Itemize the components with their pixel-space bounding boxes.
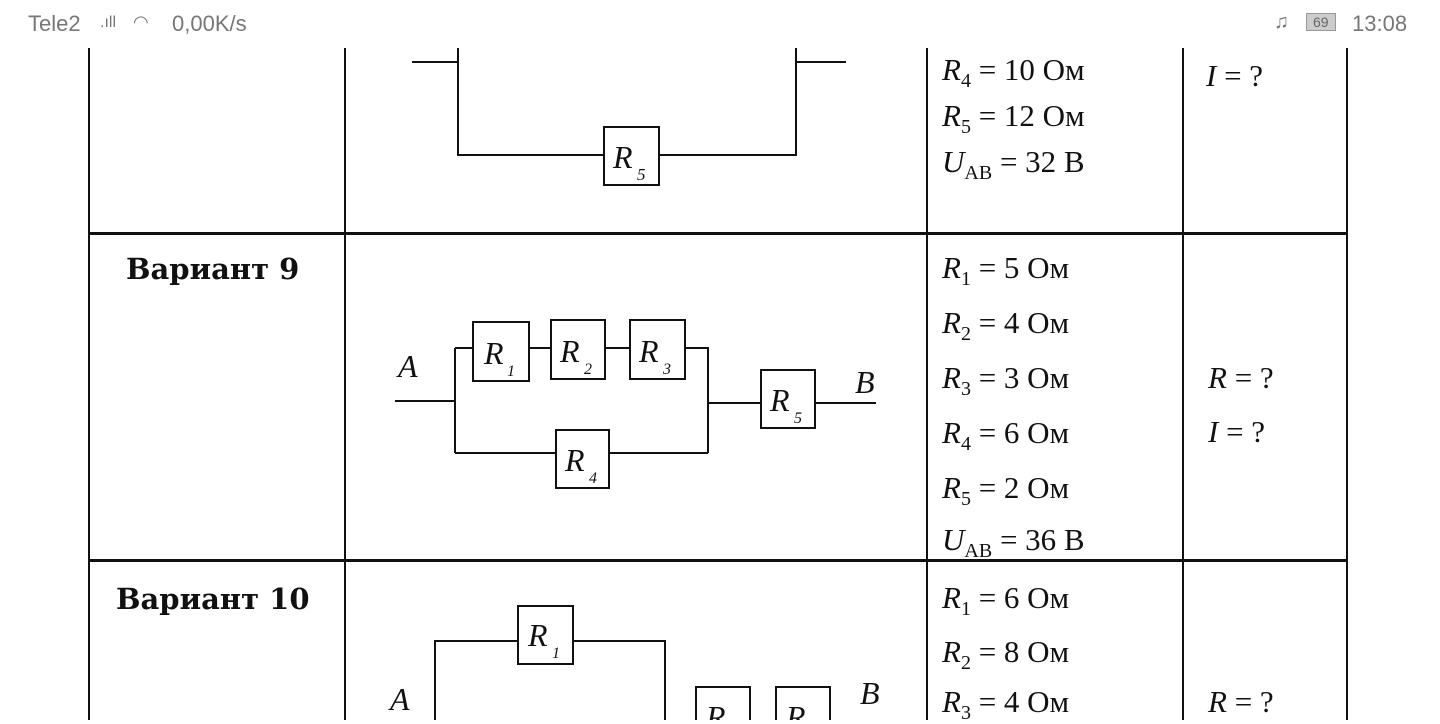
status-bar: Tele2 .ıll ◠ 0,00K/s ♫ 69 13:08 [0, 0, 1440, 48]
svg-text:5: 5 [637, 165, 646, 184]
param: R2 = 8 Ом [942, 634, 1070, 675]
svg-text:R: R [564, 442, 585, 478]
param: R5 = 2 Ом [942, 470, 1070, 511]
headphones-icon: ♫ [1274, 11, 1289, 33]
wifi-icon: ◠ [133, 12, 149, 32]
unknown: R = ? [1208, 684, 1274, 719]
param: R1 = 6 Ом [942, 580, 1070, 621]
svg-text:R: R [769, 382, 790, 418]
node-b-label: B [860, 675, 880, 711]
param: R3 = 3 Ом [942, 360, 1070, 401]
svg-text:1: 1 [552, 645, 560, 662]
unknown: I = ? [1208, 414, 1266, 449]
battery-icon: 69 [1306, 13, 1336, 31]
param: R4 = 6 Ом [942, 415, 1070, 456]
svg-text:R: R [559, 333, 580, 369]
variant-title: Вариант 9 [126, 252, 300, 286]
param: R4 = 10 Ом [942, 52, 1085, 93]
param: UAB = 36 В [942, 522, 1085, 563]
param: R1 = 5 Ом [942, 250, 1070, 291]
circuit-variant-10: A B R1 R R [388, 605, 880, 720]
node-a-label: A [388, 681, 410, 717]
svg-text:R: R [483, 335, 504, 371]
resistor-label: R [612, 139, 633, 175]
param: R5 = 12 Ом [942, 98, 1085, 139]
signal-icon: .ıll [100, 14, 116, 31]
variant-title: Вариант 10 [116, 582, 310, 616]
node-b-label: B [855, 364, 875, 400]
svg-text:R: R [527, 617, 548, 653]
param: R2 = 4 Ом [942, 305, 1070, 346]
param: UAB = 32 В [942, 144, 1085, 185]
svg-text:1: 1 [507, 363, 515, 380]
param: R3 = 4 Ом [942, 684, 1070, 724]
unknown: R = ? [1208, 360, 1274, 395]
svg-text:R: R [705, 699, 726, 720]
circuit-variant-9: A B R1 R2 R3 R4 R5 [395, 319, 876, 489]
circuit-row-0: R 5 [412, 48, 846, 186]
carrier: Tele2 [28, 11, 81, 36]
svg-text:4: 4 [589, 470, 597, 487]
svg-text:5: 5 [794, 410, 802, 427]
clock: 13:08 [1352, 11, 1408, 36]
svg-text:R: R [785, 699, 806, 720]
svg-text:3: 3 [662, 361, 671, 378]
node-a-label: A [396, 348, 418, 384]
svg-text:2: 2 [584, 361, 592, 378]
net-speed: 0,00K/s [172, 11, 247, 36]
unknown: I = ? [1206, 58, 1264, 93]
svg-text:R: R [638, 333, 659, 369]
